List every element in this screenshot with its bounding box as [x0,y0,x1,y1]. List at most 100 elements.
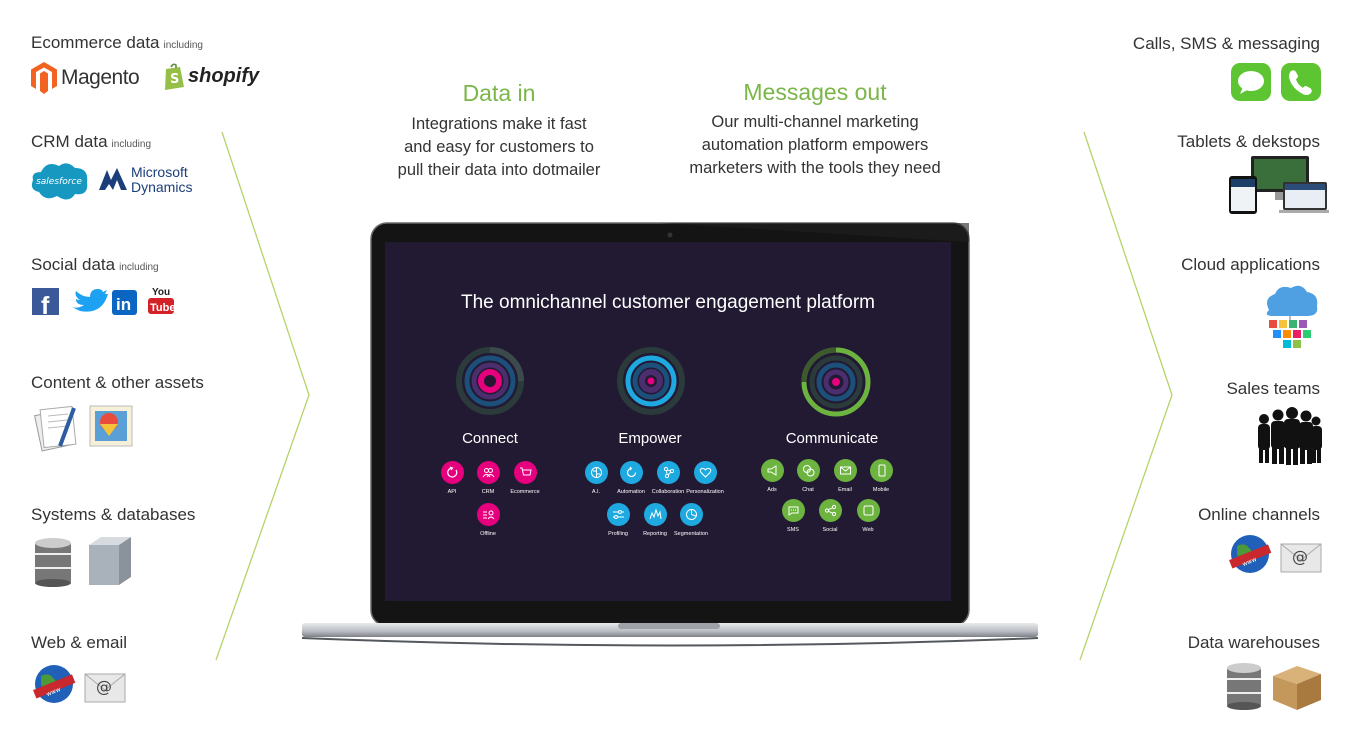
feature-ai: A.I. [566,461,626,495]
empower-target-icon [617,347,685,415]
laptop: The omnichannel customer engagement plat… [300,222,1040,647]
messages-icon [1231,63,1271,101]
document-icon [34,405,77,452]
svg-text:Microsoft: Microsoft [131,164,188,180]
box-icon [1273,666,1321,710]
tablets-desktops-title: Tablets & dekstops [1177,132,1320,151]
devices-icon [1229,156,1329,223]
brain-icon [584,461,608,484]
shopify-logo: S shopify [162,63,259,90]
linkedin-icon: in [112,290,137,315]
feature-web: Web [838,499,898,533]
feature-ads: Ads [742,459,802,493]
communicate-label: Communicate [785,430,879,447]
feature-segmentation: Segmentation [661,503,721,537]
data-warehouse-icons [1225,660,1325,717]
svg-text:Tube: Tube [150,302,175,314]
feature-ecommerce: Ecommerce [495,461,555,495]
email-icon [833,459,857,482]
database-server-icons [33,535,133,592]
svg-text:salesforce: salesforce [36,177,82,187]
content-assets-title: Content & other assets [31,373,204,392]
screen-title: The omnichannel customer engagement plat… [460,292,875,313]
connect-label: Connect [462,430,518,447]
photo-icon [89,405,133,447]
sales-teams-title: Sales teams [1226,379,1320,398]
mobile-icon [869,459,893,482]
feature-crm: CRM [458,461,518,495]
chat-icon [796,459,820,482]
online-channels-icons: www @ [1229,532,1324,579]
data-in-heading: Data in [462,80,536,106]
svg-text:in: in [116,295,131,314]
messaging-phone-icons [1231,61,1323,108]
database-icon [35,538,71,587]
magento-logo: Magento [31,62,140,94]
share-icon [818,499,842,522]
globe-www-icon: www [33,665,76,703]
sales-team-people-icon [1256,405,1322,470]
calls-sms-title: Calls, SMS & messaging [1132,34,1320,53]
feature-automation: Automation [601,461,661,495]
svg-text:@: @ [1292,547,1308,566]
phone-icon [1281,63,1321,101]
feature-social: Social [800,499,860,533]
offline-icon [476,503,500,526]
email-envelope-icon: @ [84,673,126,703]
facebook-icon: f [32,288,59,320]
svg-text:@: @ [96,677,112,696]
cloud-applications-title: Cloud applications [1181,255,1320,274]
svg-text:You: You [152,287,170,298]
heart-icon [693,461,717,484]
connect-target-icon [456,347,524,415]
feature-api: API [422,461,482,495]
feature-offline: Offline [458,503,518,537]
laptop-screen: The omnichannel customer engagement plat… [385,242,951,601]
globe-www-icon: www [1229,535,1272,573]
megaphone-icon [760,459,784,482]
feature-collaboration: Collaboration [638,461,698,495]
cloud-apps-icon [1259,282,1321,355]
crm-icon [476,461,500,484]
svg-text:f: f [41,292,50,317]
data-warehouses-title: Data warehouses [1187,633,1320,652]
content-icons [34,402,136,457]
microsoft-dynamics-logo: Microsoft Dynamics [97,164,197,201]
empower-label: Empower [618,430,682,447]
sms-icon [781,499,805,522]
pie-icon [679,503,703,526]
database-icon [1227,663,1261,710]
feature-personalization: Personalization [675,461,735,495]
online-channels-title: Online channels [1198,505,1320,524]
feature-sms: SMS [763,499,823,533]
sliders-icon [606,503,630,526]
collaboration-icon [656,461,680,484]
feature-email: Email [815,459,875,493]
feature-reporting: Reporting [625,503,685,537]
web-email-icons: www @ [33,662,128,709]
feature-profiling: Profiling [588,503,648,537]
feature-mobile: Mobile [851,459,911,493]
email-envelope-icon: @ [1280,543,1322,573]
svg-text:S: S [170,72,179,87]
automation-icon [619,461,643,484]
server-icon [89,537,131,585]
twitter-icon [72,289,108,312]
web-icon [856,499,880,522]
cart-icon [513,461,537,484]
api-icon [440,461,464,484]
svg-text:Dynamics: Dynamics [131,179,192,195]
communicate-target-icon [801,347,871,417]
feature-chat: Chat [778,459,838,493]
messages-out-heading: Messages out [743,79,887,105]
salesforce-logo: salesforce [29,160,89,207]
systems-databases-title: Systems & databases [31,505,196,524]
web-email-title: Web & email [31,633,128,652]
